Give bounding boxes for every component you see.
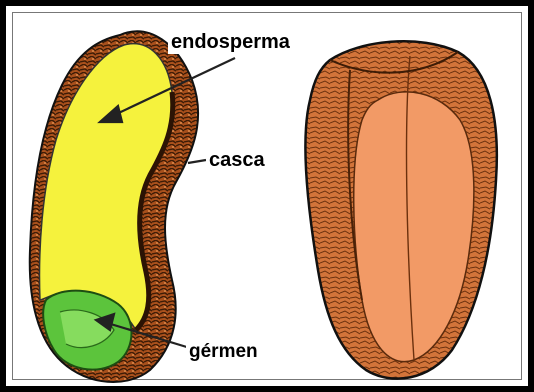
germ-label: gérmen: [186, 340, 261, 363]
seed-cross-section: [30, 31, 198, 382]
husk-label: casca: [206, 148, 268, 172]
seed-whole: [305, 41, 496, 378]
husk-arrow-line: [188, 160, 206, 163]
endosperm-label: endosperma: [168, 30, 293, 54]
